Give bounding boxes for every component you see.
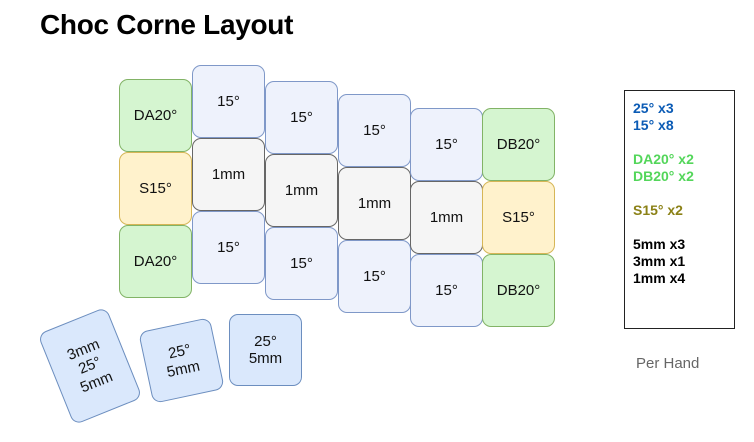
key-c2-bot: 15° (192, 211, 265, 284)
key-c2-top: 15° (192, 65, 265, 138)
thumb-key-1: 3mm 25° 5mm (37, 306, 143, 426)
key-c5-mid: 1mm (410, 181, 483, 254)
page-title: Choc Corne Layout (40, 9, 294, 40)
key-c5-bot: 15° (410, 254, 483, 327)
key-c2-mid: 1mm (192, 138, 265, 211)
thumb-key-3-line-2: 5mm (248, 350, 283, 367)
thumb-key-3-line-1: 25° (254, 332, 277, 350)
key-c1-mid: S15° (119, 152, 192, 225)
key-c4-bot: 15° (338, 240, 411, 313)
key-c4-top: 15° (338, 94, 411, 167)
legend-green-1: DA20° x2 (633, 151, 694, 167)
key-c6-mid: S15° (482, 181, 555, 254)
key-c1-top: DA20° (119, 79, 192, 152)
thumb-key-3: 25° 5mm (229, 314, 302, 386)
key-c6-top: DB20° (482, 108, 555, 181)
legend-black-2: 3mm x1 (633, 253, 686, 269)
legend-olive-1: S15° x2 (633, 202, 683, 218)
per-hand-label: Per Hand (636, 355, 700, 372)
legend-box: 25° x3 15° x8 DA20° x2 DB20° x2 S15° x2 … (624, 90, 735, 329)
legend-blue-1: 25° x3 (633, 100, 674, 116)
key-c5-top: 15° (410, 108, 483, 181)
legend-black-1: 5mm x3 (633, 236, 686, 252)
key-c3-top: 15° (265, 81, 338, 154)
key-c3-bot: 15° (265, 227, 338, 300)
key-c4-mid: 1mm (338, 167, 411, 240)
thumb-key-2: 25° 5mm (138, 317, 225, 404)
legend-black-3: 1mm x4 (633, 270, 686, 286)
legend-green-2: DB20° x2 (633, 168, 694, 184)
legend-blue-2: 15° x8 (633, 117, 674, 133)
key-c1-bot: DA20° (119, 225, 192, 298)
key-c3-mid: 1mm (265, 154, 338, 227)
key-c6-bot: DB20° (482, 254, 555, 327)
